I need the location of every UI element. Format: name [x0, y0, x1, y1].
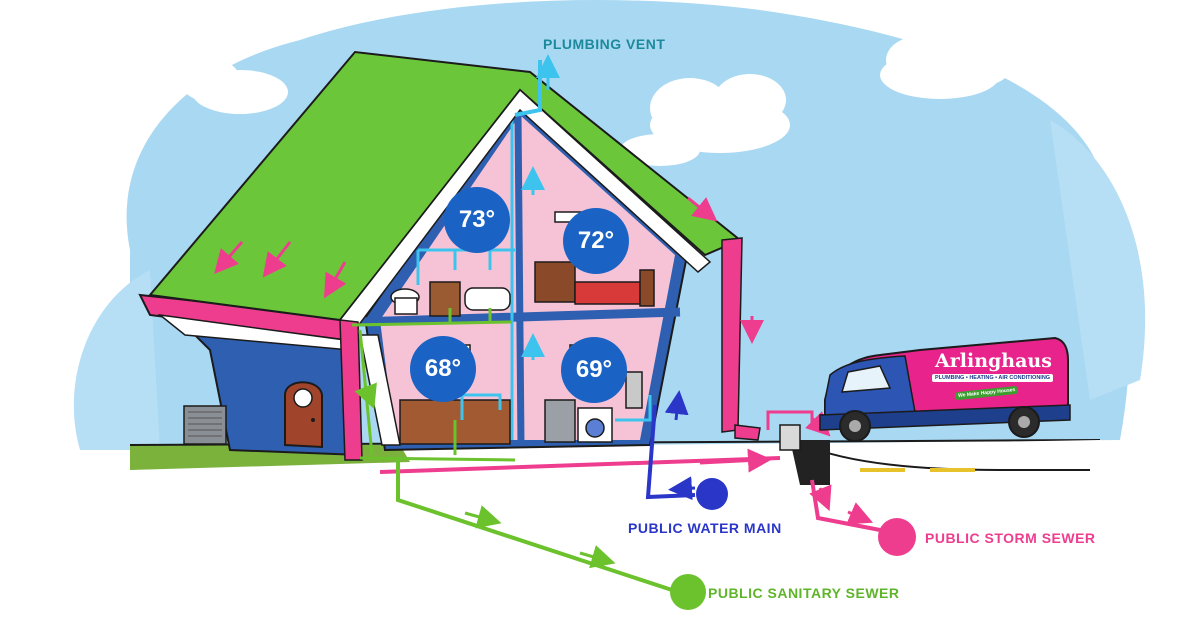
cloud — [180, 36, 1010, 166]
bedroom — [534, 211, 655, 307]
storm-sewer-label: PUBLIC STORM SEWER — [925, 530, 1096, 546]
storm-line — [379, 410, 881, 532]
garage-wing — [138, 293, 362, 457]
storm-sewer-node — [878, 518, 916, 556]
curb — [790, 440, 830, 485]
van-tagline: PLUMBING • HEATING • AIR CONDITIONING — [932, 374, 1054, 382]
kitchen-thermostat: 68° — [410, 336, 476, 402]
water-main-line — [645, 390, 696, 501]
service-van — [819, 336, 1071, 442]
downspouts — [339, 237, 761, 461]
rain-arrows — [214, 196, 764, 344]
plumbing-vent-label: PLUMBING VENT — [543, 36, 666, 52]
water-main-label: PUBLIC WATER MAIN — [628, 520, 782, 536]
van-brand-logo: Arlinghaus — [935, 350, 1052, 372]
ac-unit — [183, 405, 227, 445]
laundry-room — [544, 344, 652, 443]
laundry-thermostat: 69° — [561, 337, 627, 403]
bedroom-thermostat: 72° — [563, 208, 629, 274]
bathroom-thermostat: 73° — [444, 187, 510, 253]
water-main-node — [696, 478, 728, 510]
sanitary-sewer-node — [670, 574, 706, 610]
sanitary-line — [351, 320, 673, 592]
sanitary-sewer-label: PUBLIC SANITARY SEWER — [708, 585, 900, 601]
